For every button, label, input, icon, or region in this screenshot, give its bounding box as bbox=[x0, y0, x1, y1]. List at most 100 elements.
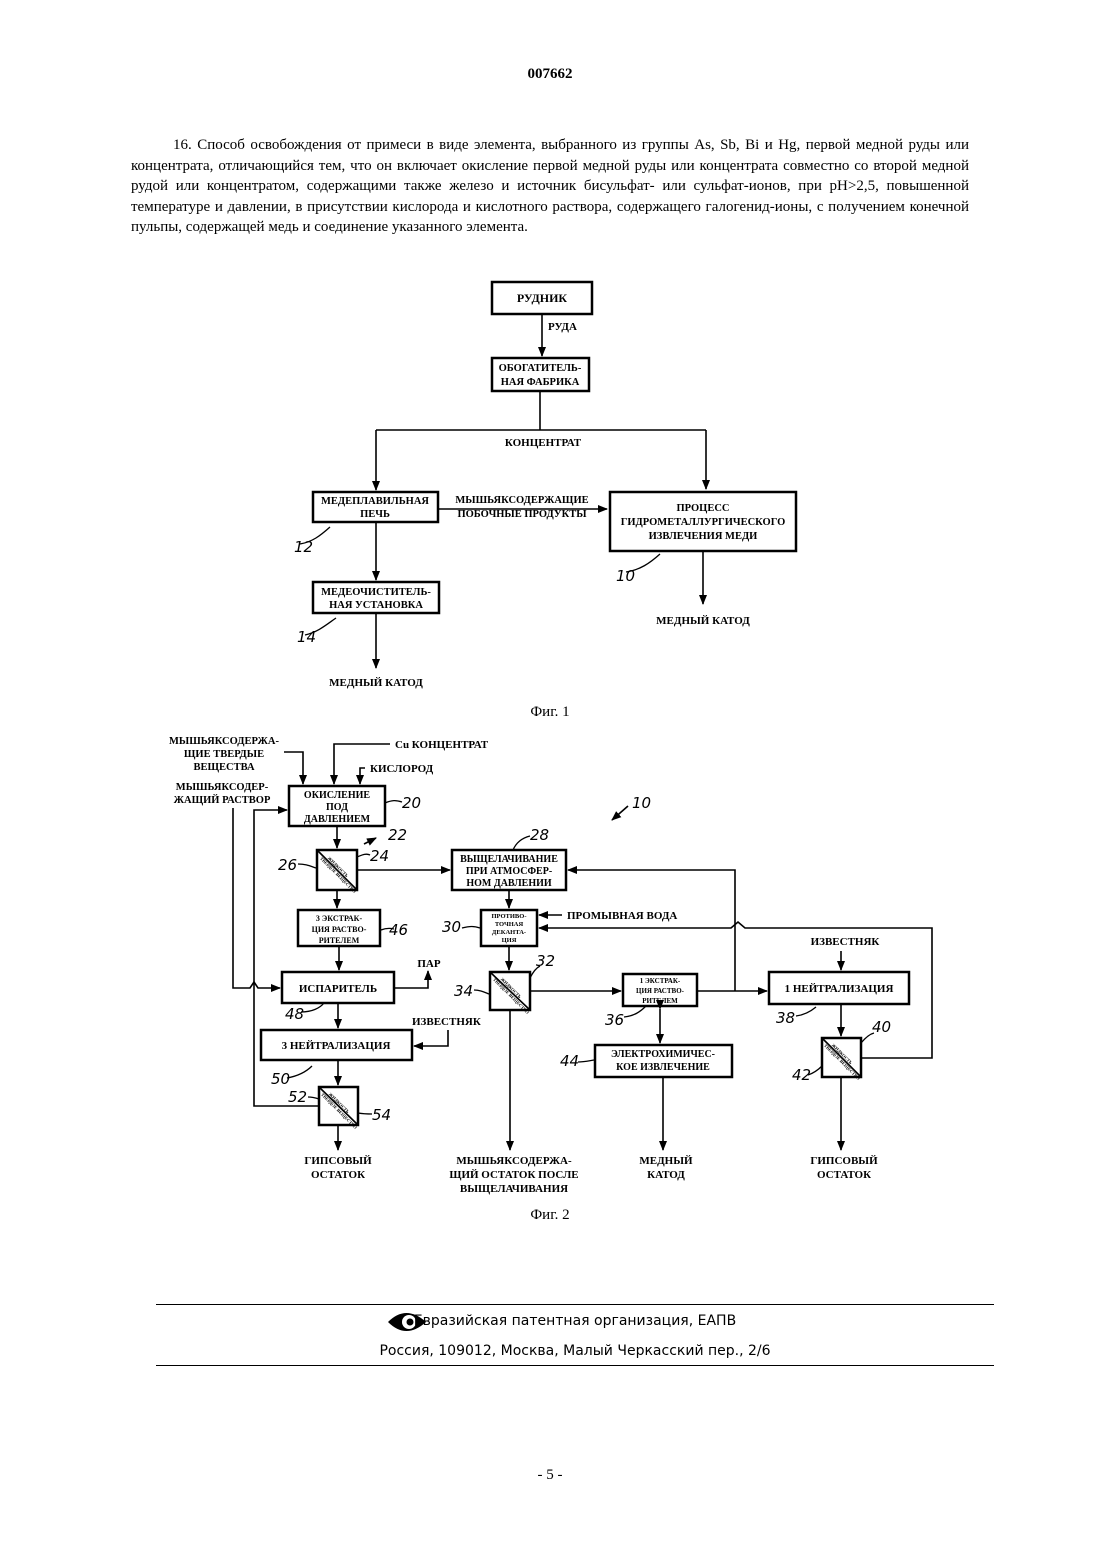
label-as-residue-1: МЫШЬЯКСОДЕРЖА- bbox=[456, 1155, 572, 1167]
ref-20: 20 bbox=[402, 794, 421, 812]
label-as-residue-3: ВЫЩЕЛАЧИВАНИЯ bbox=[460, 1183, 568, 1195]
label-refinery-2: НАЯ УСТАНОВКА bbox=[329, 600, 423, 611]
ref-30: 30 bbox=[442, 918, 461, 936]
leader-28 bbox=[513, 836, 530, 850]
label-hydro-2: ГИДРОМЕТАЛЛУРГИЧЕСКОГО bbox=[621, 517, 786, 528]
leader-20 bbox=[385, 801, 402, 803]
ref-48: 48 bbox=[285, 1005, 304, 1023]
figure-1: РУДНИК РУДА ОБОГАТИТЕЛЬ- НАЯ ФАБРИКА КОН… bbox=[294, 282, 796, 720]
footer-rule-bottom bbox=[156, 1365, 994, 1366]
arrow-as-solution-to-evap bbox=[233, 808, 280, 988]
ref-12: 12 bbox=[294, 538, 313, 556]
ref-50: 50 bbox=[271, 1070, 290, 1088]
label-pox-2: ПОД bbox=[326, 802, 348, 813]
label-as-solution-1: МЫШЬЯКСОДЕР- bbox=[176, 782, 269, 793]
label-limestone-right: ИЗВЕСТНЯК bbox=[811, 936, 880, 948]
arrow-oxygen bbox=[360, 768, 365, 784]
arrow-limestone-left bbox=[414, 1030, 448, 1046]
label-as-solids-3: ВЕЩЕСТВА bbox=[193, 762, 254, 773]
label-neutr3: 3 НЕЙТРАЛИЗАЦИЯ bbox=[282, 1040, 391, 1052]
ref-46: 46 bbox=[389, 921, 408, 939]
leader-10-fig2 bbox=[612, 806, 628, 820]
arrow-recycle-to-pox bbox=[254, 810, 319, 1106]
label-ccd-3: ДЕКАНТА- bbox=[492, 929, 526, 936]
label-atm-leach-1: ВЫЩЕЛАЧИВАНИЕ bbox=[460, 854, 558, 865]
label-as-solution-2: ЖАЩИЙ РАСТВОР bbox=[174, 794, 271, 806]
label-pox-1: ОКИСЛЕНИЕ bbox=[304, 790, 370, 801]
label-as-residue-2: ЩИЙ ОСТАТОК ПОСЛЕ bbox=[449, 1169, 578, 1181]
ref-28: 28 bbox=[530, 826, 549, 844]
footer-rule-top bbox=[156, 1304, 994, 1305]
leader-24 bbox=[357, 854, 370, 857]
label-byproducts-2: ПОБОЧНЫЕ ПРОДУКТЫ bbox=[457, 509, 587, 520]
leader-44 bbox=[578, 1060, 594, 1062]
leader-36 bbox=[624, 1006, 646, 1017]
leader-22 bbox=[364, 838, 376, 844]
leader-50 bbox=[287, 1066, 312, 1078]
ref-52: 52 bbox=[288, 1088, 307, 1106]
label-atm-leach-2: ПРИ АТМОСФЕР- bbox=[466, 866, 552, 877]
arrow-as-solids bbox=[284, 752, 303, 784]
ref-26: 26 bbox=[278, 856, 297, 874]
label-sx1-2: ЦИЯ РАСТВО- bbox=[636, 987, 685, 995]
label-refinery-1: МЕДЕОЧИСТИТЕЛЬ- bbox=[321, 587, 431, 598]
label-hydro-3: ИЗВЛЕЧЕНИЯ МЕДИ bbox=[649, 531, 758, 542]
ref-22: 22 bbox=[388, 826, 407, 844]
label-gypsum-right-1: ГИПСОВЫЙ bbox=[810, 1155, 878, 1167]
footer-org: Евразийская патентная организация, ЕАПВ bbox=[156, 1313, 994, 1329]
label-cathode-left: МЕДНЫЙ КАТОД bbox=[329, 677, 423, 689]
caption-fig2: Фиг. 2 bbox=[530, 1207, 569, 1223]
label-concentrate: КОНЦЕНТРАТ bbox=[505, 437, 582, 449]
label-as-solids-1: МЫШЬЯКСОДЕРЖА- bbox=[169, 736, 280, 747]
label-gypsum-right-2: ОСТАТОК bbox=[817, 1169, 871, 1181]
ref-42: 42 bbox=[792, 1066, 811, 1084]
label-hydro-1: ПРОЦЕСС bbox=[676, 503, 729, 514]
label-ccd-4: ЦИЯ bbox=[502, 937, 517, 944]
ref-32: 32 bbox=[536, 952, 555, 970]
label-cathode-2: КАТОД bbox=[647, 1169, 685, 1181]
label-ccd-2: ТОЧНАЯ bbox=[495, 921, 524, 928]
label-sx3-3: РИТЕЛЕМ bbox=[319, 936, 360, 945]
ref-40: 40 bbox=[872, 1018, 891, 1036]
label-sx1-1: 1 ЭКСТРАК- bbox=[640, 977, 681, 985]
leader-26 bbox=[298, 864, 316, 868]
ref-14: 14 bbox=[297, 628, 316, 646]
ref-34: 34 bbox=[454, 982, 473, 1000]
label-ccd-1: ПРОТИВО- bbox=[492, 913, 527, 920]
leader-30 bbox=[462, 927, 480, 929]
label-steam: ПАР bbox=[417, 958, 441, 970]
label-sx3-1: 3 ЭКСТРАК- bbox=[316, 914, 363, 923]
label-atm-leach-3: НОМ ДАВЛЕНИИ bbox=[466, 878, 552, 889]
figure-2: МЫШЬЯКСОДЕРЖА- ЩИЕ ТВЕРДЫЕ ВЕЩЕСТВА МЫШЬ… bbox=[169, 736, 932, 1223]
ref-38: 38 bbox=[776, 1009, 795, 1027]
label-gypsum-left-2: ОСТАТОК bbox=[311, 1169, 365, 1181]
label-smelter-2: ПЕЧЬ bbox=[360, 509, 390, 520]
caption-fig1: Фиг. 1 bbox=[530, 704, 569, 720]
label-pox-3: ДАВЛЕНИЕМ bbox=[304, 814, 371, 825]
leader-48 bbox=[301, 1003, 324, 1012]
label-ew-2: КОЕ ИЗВЛЕЧЕНИЕ bbox=[616, 1062, 710, 1073]
ref-54: 54 bbox=[372, 1106, 391, 1124]
label-cu-concentrate: Cu КОНЦЕНТРАТ bbox=[395, 739, 489, 751]
label-smelter-1: МЕДЕПЛАВИЛЬНАЯ bbox=[321, 496, 429, 507]
arrow-steam bbox=[394, 971, 428, 988]
footer-address: Россия, 109012, Москва, Малый Черкасский… bbox=[156, 1343, 994, 1359]
leader-54 bbox=[358, 1113, 372, 1114]
leader-34 bbox=[474, 990, 489, 994]
label-cathode-right: МЕДНЫЙ КАТОД bbox=[656, 615, 750, 627]
label-concentrator-2: НАЯ ФАБРИКА bbox=[501, 377, 580, 388]
label-as-solids-2: ЩИЕ ТВЕРДЫЕ bbox=[184, 749, 264, 760]
label-cathode-1: МЕДНЫЙ bbox=[639, 1155, 693, 1167]
ref-36: 36 bbox=[605, 1011, 624, 1029]
leader-52 bbox=[308, 1097, 319, 1099]
label-evaporator: ИСПАРИТЕЛЬ bbox=[299, 983, 377, 995]
label-neutr1: 1 НЕЙТРАЛИЗАЦИЯ bbox=[785, 983, 894, 995]
label-gypsum-left-1: ГИПСОВЫЙ bbox=[304, 1155, 372, 1167]
label-oxygen: КИСЛОРОД bbox=[370, 763, 434, 775]
ref-10-fig2: 10 bbox=[632, 794, 651, 812]
page-number: - 5 - bbox=[0, 1467, 1100, 1484]
label-sx1-3: РИТЕЛЕМ bbox=[642, 997, 678, 1005]
label-ore: РУДА bbox=[548, 321, 577, 333]
label-mine: РУДНИК bbox=[517, 291, 568, 305]
label-wash-water: ПРОМЫВНАЯ ВОДА bbox=[567, 910, 677, 922]
